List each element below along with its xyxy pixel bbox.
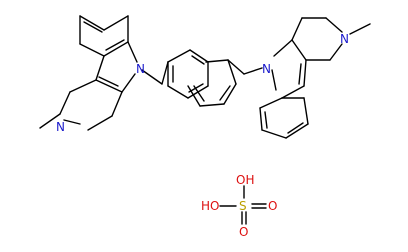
bond <box>273 39 293 57</box>
bond <box>205 59 229 63</box>
bond <box>291 39 307 61</box>
bond <box>95 55 105 81</box>
bond <box>161 61 169 85</box>
nitrogen-label: N <box>56 120 65 134</box>
bond <box>141 69 163 85</box>
bond <box>167 49 191 63</box>
bond <box>95 79 123 93</box>
bond <box>105 39 125 51</box>
right-molecule: N N <box>187 17 371 139</box>
bond <box>103 41 129 57</box>
bond <box>219 85 231 101</box>
bond <box>291 17 303 41</box>
bond <box>271 69 277 91</box>
bond <box>227 59 237 85</box>
bond <box>261 129 287 139</box>
bond <box>303 97 309 125</box>
oxygen-label: O <box>239 225 248 239</box>
bond <box>329 43 343 61</box>
bond <box>83 21 103 33</box>
bond <box>223 83 237 105</box>
bond <box>298 63 302 85</box>
bond <box>259 107 263 131</box>
sulfuric-acid: S OH O O HO <box>201 173 277 239</box>
hydroxyl-label: HO <box>201 199 219 213</box>
bond <box>281 85 305 99</box>
bond <box>193 85 205 102</box>
bond <box>79 15 105 31</box>
nitrogen-label: N <box>136 62 145 76</box>
bond <box>111 91 123 117</box>
bond <box>167 85 189 99</box>
bond <box>243 67 263 75</box>
bond <box>187 85 201 107</box>
bond <box>264 111 268 129</box>
sulfur-label: S <box>239 199 247 213</box>
bond <box>303 59 307 87</box>
bond <box>103 15 129 31</box>
bond <box>189 49 209 63</box>
bond <box>227 59 245 75</box>
bond <box>69 79 97 93</box>
bond <box>127 41 138 63</box>
bond <box>191 55 205 65</box>
bond <box>79 43 105 57</box>
bond <box>325 17 343 33</box>
nitrogen-label: N <box>340 32 349 46</box>
oxygen-label: O <box>268 199 277 213</box>
nitrogen-label: N <box>262 62 271 76</box>
bond <box>121 73 136 93</box>
bond <box>39 113 61 129</box>
bond <box>59 91 71 115</box>
bond <box>87 115 113 131</box>
bond <box>285 123 309 139</box>
bond <box>199 103 225 107</box>
bond <box>63 119 81 125</box>
bond <box>98 76 119 87</box>
bond <box>259 97 283 109</box>
left-molecule: N N <box>39 15 209 134</box>
bond <box>349 23 371 35</box>
bond <box>287 122 304 134</box>
hydroxyl-label: OH <box>236 173 254 187</box>
